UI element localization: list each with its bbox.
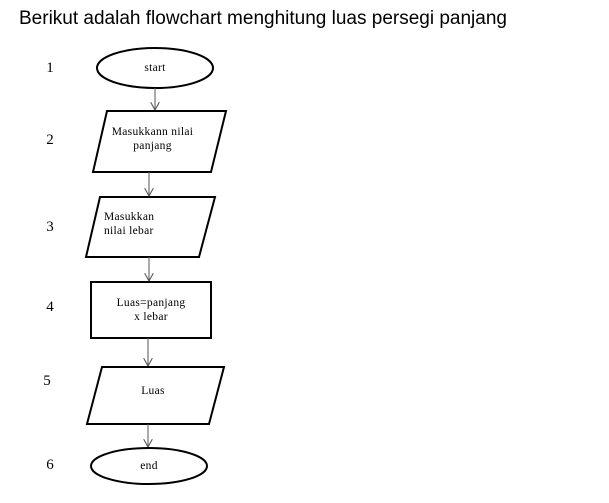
process-label-line-2: x lebar	[134, 311, 168, 323]
end-label: end	[140, 460, 158, 472]
start-label: start	[144, 62, 166, 74]
step-number-6: 6	[46, 457, 54, 473]
input-panjang-parallelogram	[91, 110, 228, 173]
input-lebar-label-line-2: nilai lebar	[104, 225, 154, 237]
step-number-5: 5	[43, 373, 51, 389]
step-number-2: 2	[46, 132, 54, 148]
output-label: Luas	[141, 385, 165, 397]
end-terminator	[90, 447, 208, 485]
process-rectangle	[90, 281, 212, 339]
input-lebar-label: Masukkan nilai lebar	[104, 210, 194, 238]
step-number-4: 4	[46, 299, 54, 315]
input-lebar-parallelogram	[84, 196, 217, 258]
input-panjang-label-line-2: panjang	[133, 140, 172, 152]
page-title: Berikut adalah flowchart menghitung luas…	[19, 8, 507, 29]
output-parallelogram	[85, 366, 226, 425]
process-label-line-1: Luas=panjang	[116, 297, 186, 309]
step-number-3: 3	[46, 219, 54, 235]
input-panjang-label-line-1: Masukkann nilai	[111, 126, 194, 138]
process-label: Luas=panjang x lebar	[91, 296, 211, 324]
input-panjang-label: Masukkann nilai panjang	[100, 125, 205, 153]
input-lebar-label-line-1: Masukkan	[104, 211, 155, 223]
step-number-1: 1	[46, 60, 54, 76]
